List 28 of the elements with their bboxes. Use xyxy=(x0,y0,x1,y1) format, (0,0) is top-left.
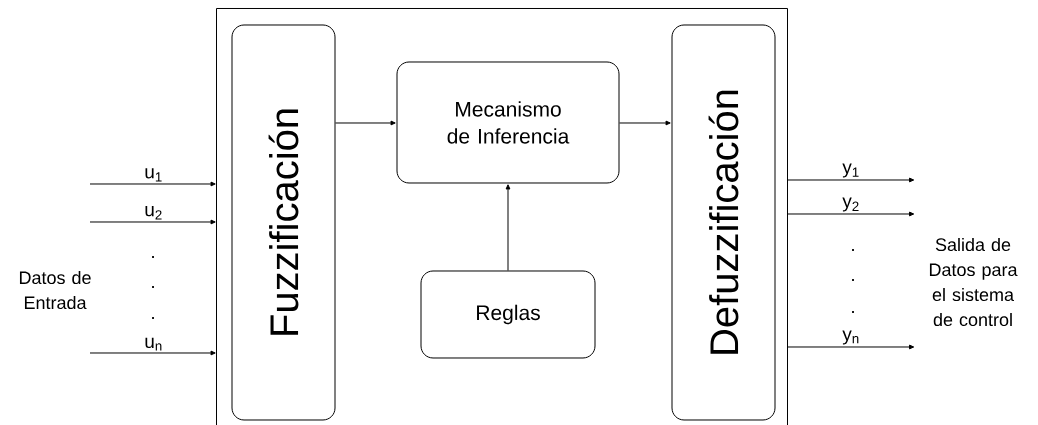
arrow xyxy=(787,177,915,183)
dot: . xyxy=(152,317,154,319)
edge-label: u$_{n}$ xyxy=(145,337,162,351)
edge-label: u$_{1}$ xyxy=(145,168,162,182)
arrow xyxy=(619,120,671,126)
edge-label: y$_{n}$ xyxy=(842,330,859,345)
dot: . xyxy=(152,286,154,288)
dot: . xyxy=(852,279,854,281)
process-box: Fuzzificación xyxy=(231,24,336,421)
side-label: Salida de Datos para el sistema de control xyxy=(929,237,1018,327)
arrow xyxy=(335,120,396,126)
arrow xyxy=(787,211,915,217)
process-box: Reglas xyxy=(420,270,596,359)
process-box: Defuzzificación xyxy=(671,24,776,421)
frame-box xyxy=(216,8,788,425)
edge-label: u$_{2}$ xyxy=(145,206,162,220)
edge-label: y$_{1}$ xyxy=(842,163,859,178)
arrow xyxy=(89,219,216,225)
arrow xyxy=(89,350,216,356)
side-label: Datos de Entrada xyxy=(19,270,91,310)
edge-label: y$_{2}$ xyxy=(842,197,859,212)
arrow xyxy=(787,344,915,350)
arrow xyxy=(89,181,216,187)
arrow xyxy=(505,184,511,271)
process-box: Mecanismo de Inferencia xyxy=(396,61,620,184)
dot: . xyxy=(852,249,854,251)
dot: . xyxy=(852,311,854,313)
dot: . xyxy=(152,256,154,258)
